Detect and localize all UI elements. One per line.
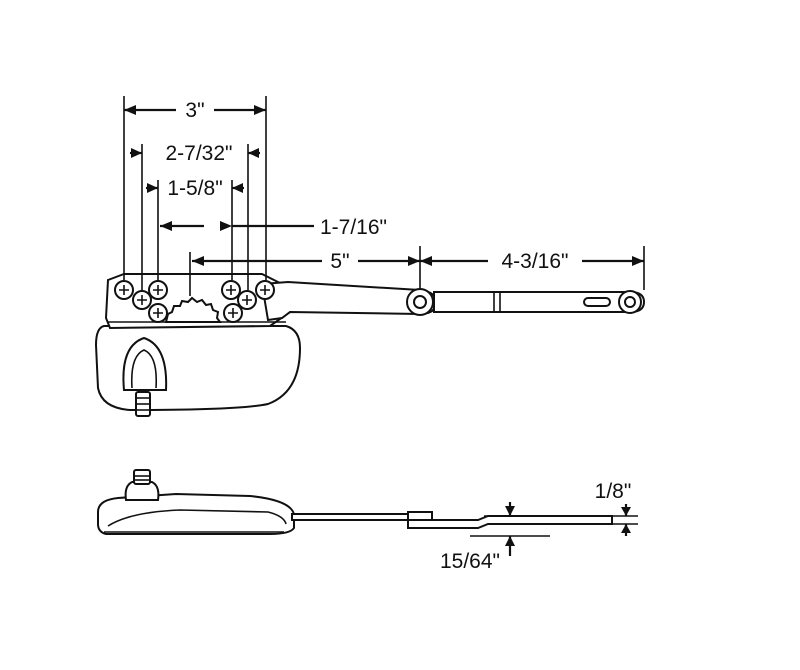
mounting-holes — [114, 280, 275, 323]
screw-hole-icon — [148, 280, 168, 300]
dim-hole-to-arm-label: 1-7/16" — [320, 216, 387, 239]
dim-hole-span-outer-label: 2-7/32" — [166, 142, 233, 165]
link-end-inner — [624, 296, 636, 308]
side-dimensions: 15/64" 1/8" — [440, 480, 638, 573]
dim-link-length-label: 4-3/16" — [502, 250, 569, 273]
screw-hole-icon — [221, 280, 241, 300]
dim-link-length: 4-3/16" — [420, 250, 644, 273]
side-crank-stub — [133, 469, 151, 485]
dim-link-offset-label: 15/64" — [440, 550, 500, 573]
dim-overall-width: 3" — [124, 99, 266, 122]
dim-link-thickness-label: 1/8" — [595, 480, 632, 503]
crank-boss-inner — [130, 349, 158, 389]
screw-hole-icon — [223, 303, 243, 323]
side-crank-boss — [124, 481, 160, 501]
screw-hole-icon — [237, 290, 257, 310]
operator-side-view — [97, 469, 613, 535]
side-link — [407, 515, 613, 529]
dim-hole-span-outer: 2-7/32" — [130, 142, 260, 165]
link-slot — [583, 297, 611, 307]
dim-hole-span-inner: 1-5/8" — [146, 177, 244, 200]
gear-segment — [164, 296, 222, 323]
arm-pivot-inner — [413, 295, 427, 309]
dim-hole-span-inner-label: 1-5/8" — [167, 177, 222, 200]
dim-arm-length: 5" — [192, 250, 420, 273]
dim-hole-to-arm: 1-7/16" — [160, 216, 387, 239]
screw-hole-icon — [132, 290, 152, 310]
screw-hole-icon — [148, 303, 168, 323]
screw-hole-icon — [114, 280, 134, 300]
screw-hole-icon — [255, 280, 275, 300]
top-dimensions: 3" 2-7/32" 1-5/8" 1-7/16" — [123, 96, 645, 296]
dim-arm-length-label: 5" — [330, 250, 349, 273]
dim-overall-width-label: 3" — [185, 99, 204, 122]
operator-top-view — [94, 273, 646, 417]
link-arm — [433, 291, 646, 313]
